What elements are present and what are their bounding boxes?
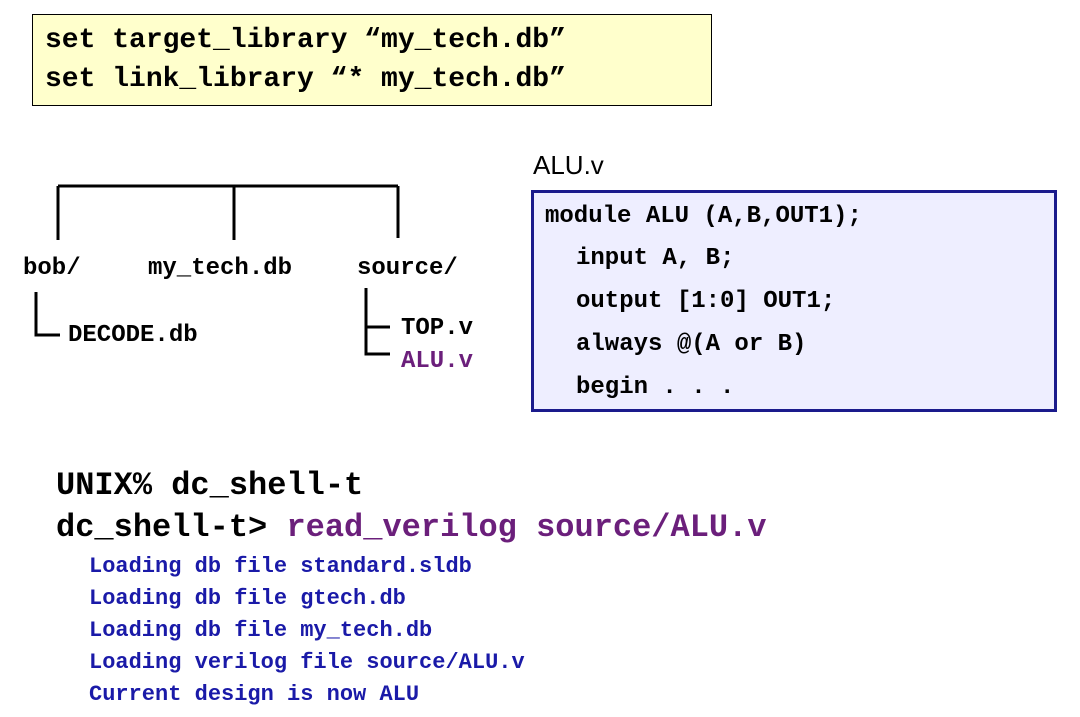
tree-node-my-tech-db: my_tech.db bbox=[148, 255, 293, 282]
tree-node-bob: bob/ bbox=[23, 255, 81, 282]
code-line: input A, B; bbox=[576, 245, 735, 272]
tree-branch-alu bbox=[364, 327, 390, 356]
tree-branch-decode bbox=[34, 292, 60, 337]
code-line: always @(A or B) bbox=[576, 331, 807, 358]
read-verilog-command: read_verilog source/ALU.v bbox=[286, 509, 767, 546]
unix-prompt-line: UNIX% dc_shell-t bbox=[56, 467, 364, 504]
shell-output-line: Loading db file my_tech.db bbox=[89, 618, 433, 643]
shell-output-line: Current design is now ALU bbox=[89, 682, 420, 707]
target-library-line: set target_library “my_tech.db” bbox=[45, 25, 566, 56]
dc-shell-prompt: dc_shell-t> bbox=[56, 509, 287, 546]
shell-output-line: Loading db file standard.sldb bbox=[89, 554, 472, 579]
dc-shell-command-line: dc_shell-t> read_verilog source/ALU.v bbox=[56, 509, 767, 546]
alu-code-box: module ALU (A,B,OUT1); input A, B; outpu… bbox=[531, 190, 1057, 412]
code-line: begin . . . bbox=[576, 374, 735, 401]
shell-output-line: Loading verilog file source/ALU.v bbox=[89, 650, 525, 675]
link-library-line: set link_library “* my_tech.db” bbox=[45, 64, 566, 95]
tree-node-source: source/ bbox=[357, 255, 458, 282]
alu-file-title: ALU.v bbox=[533, 150, 604, 180]
code-line: module ALU (A,B,OUT1); bbox=[545, 203, 862, 230]
tree-node-decode-db: DECODE.db bbox=[68, 322, 198, 349]
code-line: output [1:0] OUT1; bbox=[576, 288, 836, 315]
tree-branch-top bbox=[364, 288, 390, 329]
shell-output-line: Loading db file gtech.db bbox=[89, 586, 406, 611]
tree-node-alu-v: ALU.v bbox=[401, 348, 474, 375]
tree-node-top-v: TOP.v bbox=[401, 315, 474, 342]
library-settings-box: set target_library “my_tech.db” set link… bbox=[32, 14, 712, 106]
